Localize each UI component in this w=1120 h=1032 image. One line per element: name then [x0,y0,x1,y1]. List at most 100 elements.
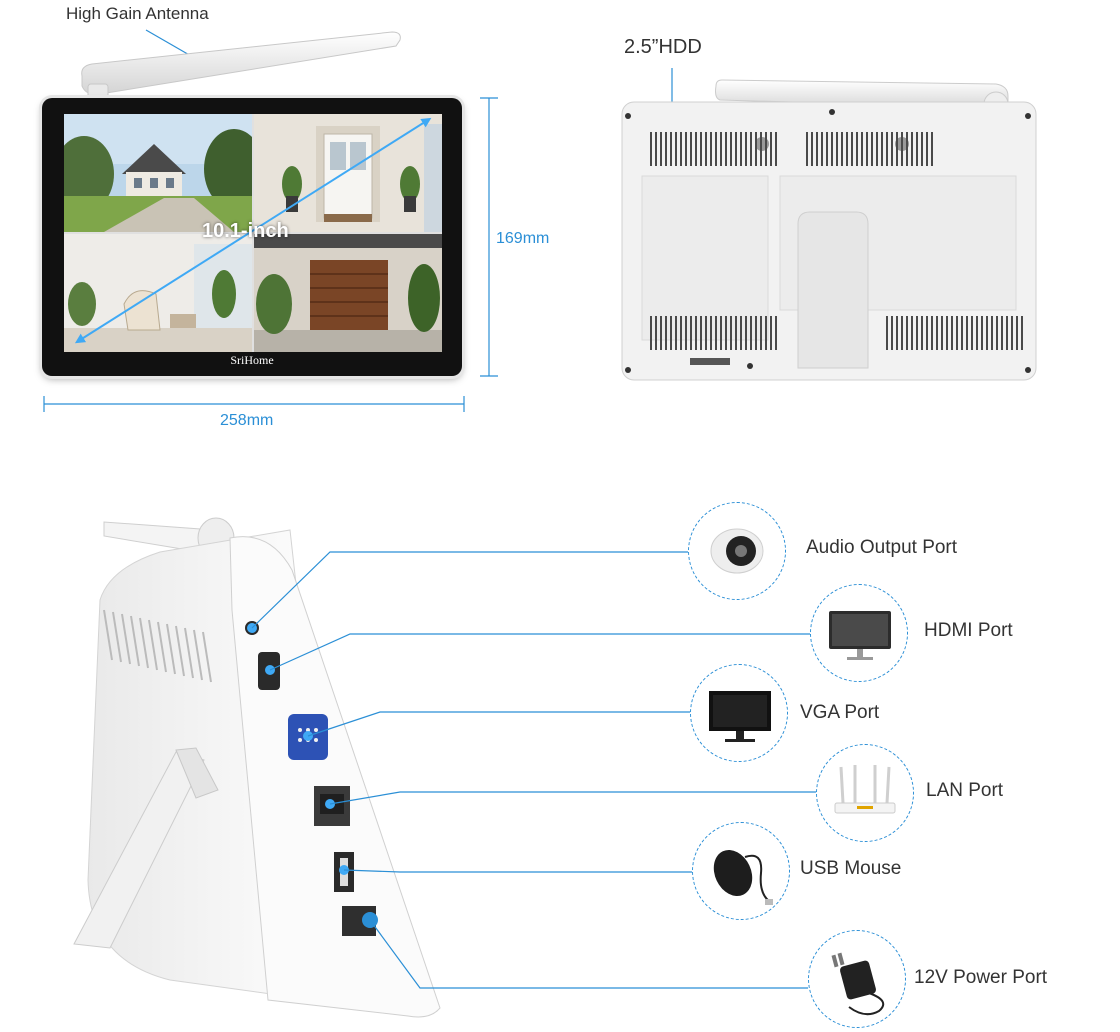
vent-slot [896,132,898,166]
vent-slot [755,132,757,166]
vent-slot [770,316,772,350]
vent-slot [670,132,672,166]
port-label-hdmi: HDMI Port [924,620,1013,641]
port-label-power: 12V Power Port [914,967,1048,988]
port-circle-lan [816,744,914,842]
vent-slot [806,132,808,166]
vent-slot [695,132,697,166]
vent-slot [921,316,923,350]
vent-slot [695,316,697,350]
vent-slot [680,132,682,166]
vent-slot [745,316,747,350]
screen-size-label: 10.1-inch [202,220,289,242]
vent-slot [911,132,913,166]
vent-slot [931,316,933,350]
side-vent-slot [166,623,176,675]
vent-slot [690,316,692,350]
vent-slot [906,316,908,350]
vent-slot [775,132,777,166]
vent-slot [926,132,928,166]
back-view: 2.5”HDD [580,0,1120,440]
vent-slot [896,316,898,350]
vent-slot [715,132,717,166]
side-vent-slot [184,627,194,679]
vent-slot [856,132,858,166]
vent-slot [1001,316,1003,350]
port-circle-vga [690,664,788,762]
front-view: High Gain Antenna [0,0,560,440]
vent-slot [725,316,727,350]
vent-slot [861,132,863,166]
monitor-icon [829,611,891,660]
vent-slot [916,132,918,166]
vent-slot [901,132,903,166]
vent-slot [916,316,918,350]
side-vent-slot [139,617,149,669]
vent-slot [831,132,833,166]
vent-slot [765,132,767,166]
vent-slot [956,316,958,350]
side-vent-slot [202,631,212,683]
vent-slot [881,132,883,166]
vent-slot [760,132,762,166]
vent-slot [740,132,742,166]
vent-slot [710,132,712,166]
side-vent-slot [103,609,113,661]
vent-slot [946,316,948,350]
vent-slot [660,316,662,350]
height-dimension-label: 169mm [496,230,550,247]
back-panel [621,79,1037,381]
vent-slot [750,132,752,166]
port-label-audio: Audio Output Port [806,537,958,558]
port-circle-hdmi [810,584,908,682]
vent-slot [926,316,928,350]
width-dimension-label: 258mm [220,412,274,429]
vent-slot [690,132,692,166]
vent-slot [735,132,737,166]
vent-slot [675,316,677,350]
vent-slot [996,316,998,350]
vent-slot [826,132,828,166]
vent-slot [735,316,737,350]
vent-slot [851,132,853,166]
speaker-icon [710,528,764,574]
vent-slot [750,316,752,350]
vent-slot [760,316,762,350]
vent-slot [755,316,757,350]
port-circle-power [808,930,906,1028]
vent-slot [720,316,722,350]
vent-slot [816,132,818,166]
width-dimension-line [43,396,465,412]
side-vent-slot [121,613,131,665]
vent-slot [710,316,712,350]
vent-slot [986,316,988,350]
vent-slot [670,316,672,350]
vent-slot [665,316,667,350]
vent-slot [725,132,727,166]
vent-slot [911,316,913,350]
vent-slot [775,316,777,350]
vent-slot [685,316,687,350]
vent-slot [891,132,893,166]
vga-monitor-icon [709,691,771,742]
vent-slot [921,132,923,166]
antenna-label: High Gain Antenna [66,4,209,23]
vent-slot [981,316,983,350]
side-vent-slot [112,611,122,663]
vent-slot [1006,316,1008,350]
port-label-usb: USB Mouse [800,858,902,879]
vent-slot [700,132,702,166]
diagonal-arrow [74,117,432,344]
router-icon [834,765,896,814]
brand-logo: SriHome [230,353,274,367]
vent-slot [675,132,677,166]
hdd-label: 2.5”HDD [624,36,702,58]
port-circle-audio [688,502,786,600]
vent-slot [836,132,838,166]
vent-slot [991,316,993,350]
vent-slot [1021,316,1023,350]
vent-slot [886,132,888,166]
vent-slot [971,316,973,350]
vent-slot [1011,316,1013,350]
vent-slot [846,132,848,166]
